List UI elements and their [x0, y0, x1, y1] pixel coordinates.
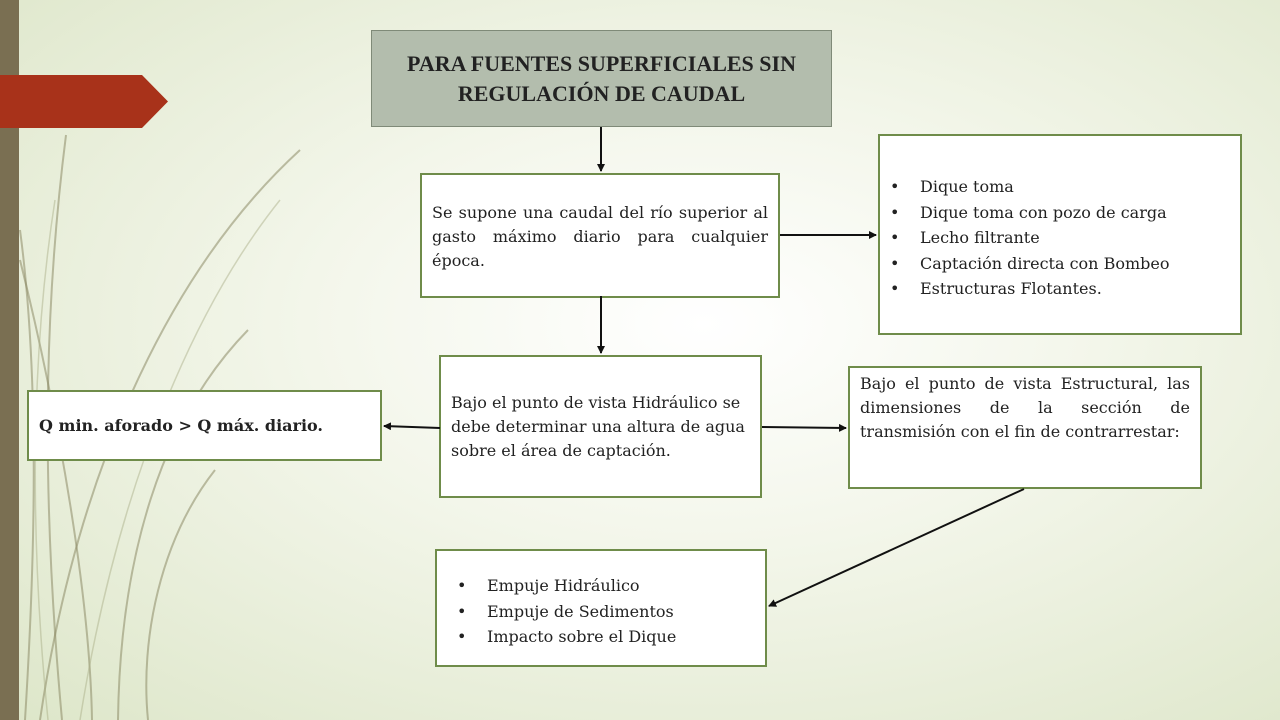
forces-box: Empuje Hidráulico Empuje de Sedimentos I…: [435, 549, 767, 667]
red-arrow-tab: [0, 75, 168, 128]
structural-box: Bajo el punto de vista Estructural, las …: [848, 366, 1202, 489]
forces-list: Empuje Hidráulico Empuje de Sedimentos I…: [447, 573, 755, 650]
list-item: Captación directa con Bombeo: [890, 251, 1230, 277]
premise-text: Se supone una caudal del río superior al…: [432, 203, 768, 270]
structural-text: Bajo el punto de vista Estructural, las …: [860, 374, 1190, 441]
list-item: Empuje de Sedimentos: [447, 599, 755, 625]
flow-condition-text: Q min. aforado > Q máx. diario.: [39, 416, 323, 435]
arrow-structural-to-forces: [768, 488, 1025, 607]
arrow-hydraulic-to-structural: [761, 423, 847, 432]
intake-options-list: Dique toma Dique toma con pozo de carga …: [890, 174, 1230, 302]
decorative-grass-lines: [19, 134, 301, 720]
list-item: Impacto sobre el Dique: [447, 624, 755, 650]
side-bar: [0, 0, 19, 720]
intake-options-box: Dique toma Dique toma con pozo de carga …: [878, 134, 1242, 335]
list-item: Lecho filtrante: [890, 225, 1230, 251]
list-item: Dique toma: [890, 174, 1230, 200]
list-item: Dique toma con pozo de carga: [890, 200, 1230, 226]
premise-box: Se supone una caudal del río superior al…: [420, 173, 780, 298]
list-item: Estructuras Flotantes.: [890, 276, 1230, 302]
arrow-hydraulic-to-condition: [383, 422, 441, 431]
diagram-title: PARA FUENTES SUPERFICIALES SIN REGULACIÓ…: [407, 50, 796, 106]
title-box: PARA FUENTES SUPERFICIALES SIN REGULACIÓ…: [371, 30, 832, 127]
hydraulic-box: Bajo el punto de vista Hidráulico se deb…: [439, 355, 762, 498]
flow-condition-box: Q min. aforado > Q máx. diario.: [27, 390, 382, 461]
hydraulic-text: Bajo el punto de vista Hidráulico se deb…: [451, 393, 745, 460]
list-item: Empuje Hidráulico: [447, 573, 755, 599]
